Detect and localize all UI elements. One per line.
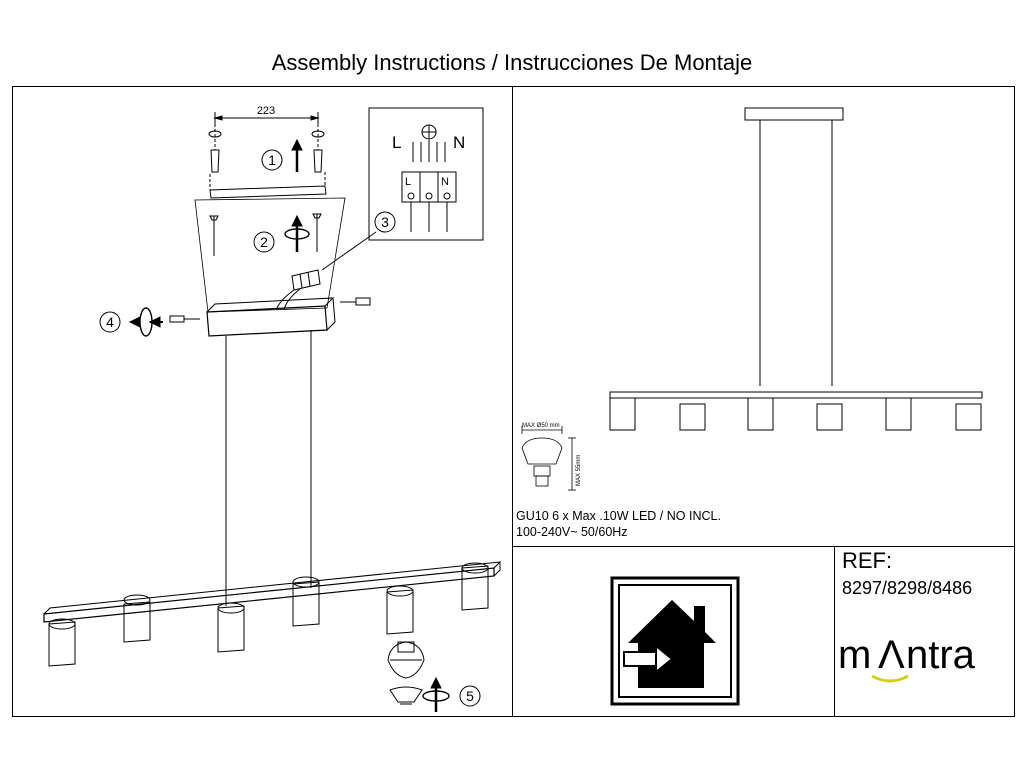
brand-smile-swoosh <box>871 674 909 683</box>
spotlight-center-front <box>217 602 245 653</box>
wire-live-label: L <box>392 133 401 152</box>
step-3-number: 3 <box>381 214 389 230</box>
terminal-live-label: L <box>405 176 411 188</box>
bulb-max-height: MAX 55mm <box>576 455 582 486</box>
step-2-number: 2 <box>260 234 268 250</box>
terminal-neutral-label: N <box>441 176 449 188</box>
spotlight-rear-2 <box>292 576 320 627</box>
ceiling-canopy <box>744 107 844 121</box>
step-1-number: 1 <box>268 152 276 168</box>
column-divider <box>512 86 513 717</box>
ref-label: REF: <box>842 548 893 573</box>
right-row-divider <box>512 546 1015 547</box>
ref-divider <box>834 546 835 717</box>
indoor-use-house-icon <box>610 576 740 706</box>
rotate-arrow-icon <box>284 228 310 240</box>
brand-accent-char: Λ <box>878 633 905 677</box>
ref-value: 8297/8298/8486 <box>842 578 973 598</box>
bulb-spec-line-2: 100-240V~ 50/60Hz <box>516 525 628 539</box>
spotlight-rear-3 <box>461 562 489 611</box>
spotlight-rear-1 <box>123 594 151 643</box>
wire-neutral-label: N <box>453 133 465 152</box>
spotlight-left <box>48 618 76 667</box>
step-5-number: 5 <box>466 688 474 704</box>
step-4-number: 4 <box>106 314 114 330</box>
dimension-label: 223 <box>257 105 275 117</box>
spotlight-right-front <box>386 585 414 635</box>
instruction-sheet-frame <box>12 86 1015 717</box>
mantra-logo: m Λ ntra <box>838 633 976 683</box>
brand-suffix: ntra <box>906 633 976 677</box>
lamp-bar <box>609 391 983 399</box>
bulb-spec-line-1: GU10 6 x Max .10W LED / NO INCL. <box>516 509 721 523</box>
page-title: Assembly Instructions / Instrucciones De… <box>271 50 753 75</box>
brand-prefix: m <box>838 633 871 677</box>
bulb-spec: GU10 6 x Max .10W LED / NO INCL. 100-240… <box>516 508 721 540</box>
fixture-front-view: MAX Ø50 mm MAX 55mm <box>521 107 983 491</box>
bulb-max-width: MAX Ø50 mm <box>522 423 560 429</box>
wiring-inset <box>368 107 484 241</box>
bulb-dimension-drawing <box>521 426 576 491</box>
